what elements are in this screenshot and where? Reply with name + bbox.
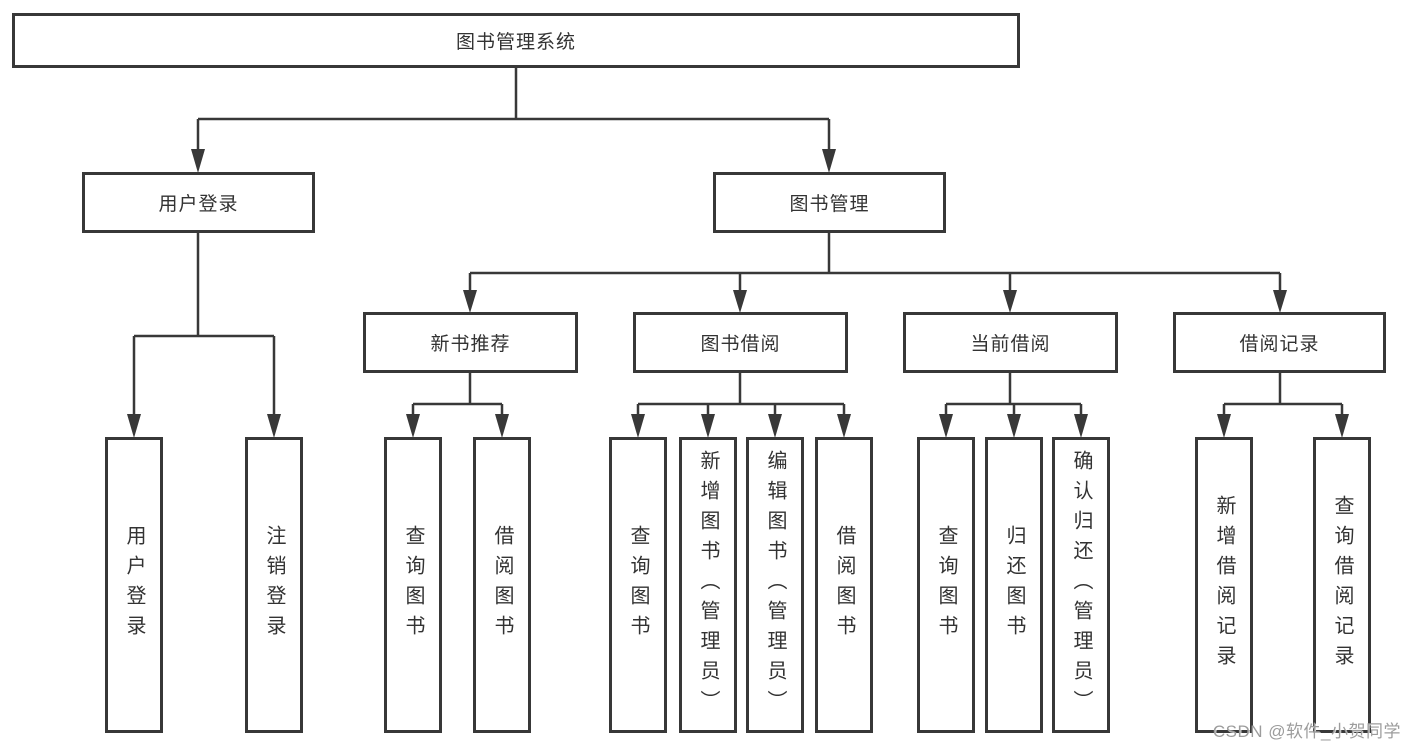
node-user-login: 用户登录 (82, 172, 315, 233)
node-book-management: 图书管理 (713, 172, 946, 233)
leaf-add-book-admin: 新增图书（管理员） (679, 437, 737, 733)
leaf-confirm-return-admin: 确认归还（管理员） (1052, 437, 1110, 733)
leaf-edit-book-admin-label: 编辑图书（管理员） (764, 450, 786, 720)
leaf-edit-book-admin: 编辑图书（管理员） (746, 437, 804, 733)
leaf-return-book: 归还图书 (985, 437, 1043, 733)
node-root: 图书管理系统 (12, 13, 1020, 68)
leaf-recommend-borrow-book-label: 借阅图书 (491, 525, 513, 645)
leaf-borrow-book: 借阅图书 (815, 437, 873, 733)
arrow-down-icon (463, 290, 477, 313)
node-new-book-recommend: 新书推荐 (363, 312, 578, 373)
arrow-down-icon (1007, 414, 1021, 438)
node-root-label: 图书管理系统 (455, 32, 576, 53)
connector-userlogin-to-leaves (132, 233, 276, 416)
leaf-current-query-book: 查询图书 (917, 437, 975, 733)
arrow-down-icon (495, 414, 509, 438)
node-borrow-records-label: 借阅记录 (1239, 334, 1320, 355)
arrow-down-icon (127, 414, 141, 438)
leaf-borrow-book-label: 借阅图书 (833, 525, 855, 645)
leaf-add-book-admin-label: 新增图书（管理员） (697, 450, 719, 720)
connector-newbookrec-to-leaves (411, 373, 504, 416)
leaf-current-query-book-label: 查询图书 (935, 525, 957, 645)
connector-lines (132, 68, 1344, 416)
arrow-down-icon (837, 414, 851, 438)
arrow-down-icon (1003, 290, 1017, 313)
arrow-down-icon (1273, 290, 1287, 313)
arrow-down-icon (768, 414, 782, 438)
arrow-down-icon (822, 149, 836, 173)
arrow-down-icon (733, 290, 747, 313)
arrow-down-icon (701, 414, 715, 438)
csdn-watermark: CSDN @软件_小贺同学 (1212, 722, 1401, 741)
arrow-down-icon (631, 414, 645, 438)
leaf-add-borrow-record-label: 新增借阅记录 (1213, 495, 1235, 675)
connector-root-to-l2 (196, 68, 831, 151)
arrow-down-icon (939, 414, 953, 438)
arrow-down-icon (1074, 414, 1088, 438)
arrow-down-icon (267, 414, 281, 438)
leaf-query-borrow-record: 查询借阅记录 (1313, 437, 1371, 733)
arrow-down-icon (406, 414, 420, 438)
node-new-book-recommend-label: 新书推荐 (430, 334, 511, 355)
leaf-user-login: 用户登录 (105, 437, 163, 733)
arrow-down-icon (191, 149, 205, 173)
arrow-down-icon (1335, 414, 1349, 438)
leaf-recommend-query-book: 查询图书 (384, 437, 442, 733)
leaf-confirm-return-admin-label: 确认归还（管理员） (1070, 450, 1092, 720)
node-current-borrow-label: 当前借阅 (970, 334, 1051, 355)
leaf-recommend-query-book-label: 查询图书 (402, 525, 424, 645)
node-user-login-label: 用户登录 (158, 194, 239, 215)
arrowheads (127, 149, 1349, 438)
node-current-borrow: 当前借阅 (903, 312, 1118, 373)
leaf-return-book-label: 归还图书 (1003, 525, 1025, 645)
leaf-logout-label: 注销登录 (263, 525, 285, 645)
arrow-down-icon (1217, 414, 1231, 438)
connector-currentborrow-to-leaves (944, 373, 1083, 416)
connector-bookborrow-to-leaves (636, 373, 846, 416)
node-book-borrow-label: 图书借阅 (700, 334, 781, 355)
leaf-logout: 注销登录 (245, 437, 303, 733)
leaf-borrow-query-book: 查询图书 (609, 437, 667, 733)
node-book-management-label: 图书管理 (789, 194, 870, 215)
connector-bookmgmt-to-l3 (468, 233, 1282, 291)
leaf-user-login-label: 用户登录 (123, 525, 145, 645)
node-borrow-records: 借阅记录 (1173, 312, 1386, 373)
node-book-borrow: 图书借阅 (633, 312, 848, 373)
leaf-add-borrow-record: 新增借阅记录 (1195, 437, 1253, 733)
connector-borrowrecords-to-leaves (1222, 373, 1344, 416)
leaf-borrow-query-book-label: 查询图书 (627, 525, 649, 645)
leaf-query-borrow-record-label: 查询借阅记录 (1331, 495, 1353, 675)
leaf-recommend-borrow-book: 借阅图书 (473, 437, 531, 733)
